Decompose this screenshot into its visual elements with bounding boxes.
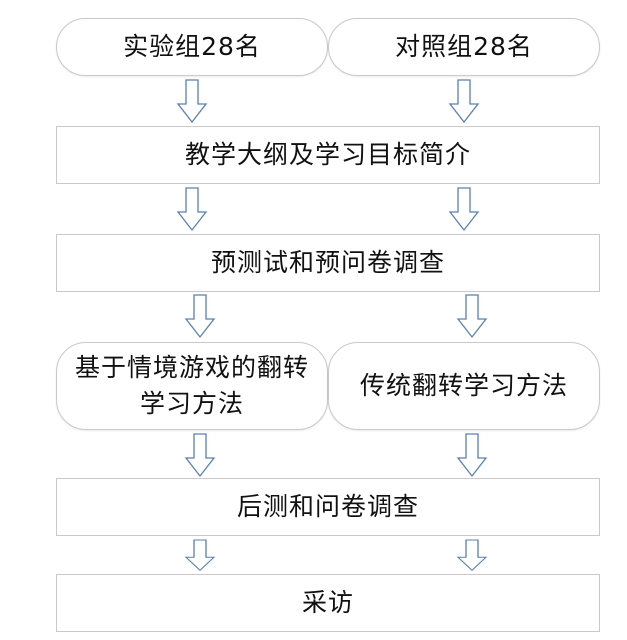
pretest-survey-box: 预测试和预问卷调查 [56,234,600,292]
experimental-group-label: 实验组28名 [123,32,261,61]
down-arrow-icon [185,294,215,338]
pretest-survey-label: 预测试和预问卷调查 [210,248,445,277]
down-arrow-icon [457,294,487,338]
down-arrow-icon [185,433,215,477]
game-flipped-method-box: 基于情境游戏的翻转 学习方法 [56,342,328,430]
game-flipped-label-line1: 基于情境游戏的翻转 [74,353,309,382]
control-group-box: 对照组28名 [328,18,600,76]
control-group-label: 对照组28名 [395,32,533,61]
posttest-survey-label: 后测和问卷调查 [236,492,419,521]
syllabus-intro-label: 教学大纲及学习目标简介 [184,140,471,169]
interview-label: 采访 [301,588,354,617]
down-arrow-icon [449,187,479,231]
game-flipped-label-line2: 学习方法 [139,389,244,418]
traditional-flipped-label: 传统翻转学习方法 [359,371,568,400]
interview-box: 采访 [56,574,600,632]
down-arrow-icon [177,187,207,231]
down-arrow-icon [457,539,487,571]
down-arrow-icon [185,539,215,571]
traditional-flipped-method-box: 传统翻转学习方法 [328,342,600,430]
down-arrow-icon [457,433,487,477]
down-arrow-icon [449,79,479,123]
syllabus-intro-box: 教学大纲及学习目标简介 [56,126,600,184]
posttest-survey-box: 后测和问卷调查 [56,478,600,536]
experimental-group-box: 实验组28名 [56,18,328,76]
down-arrow-icon [177,79,207,123]
